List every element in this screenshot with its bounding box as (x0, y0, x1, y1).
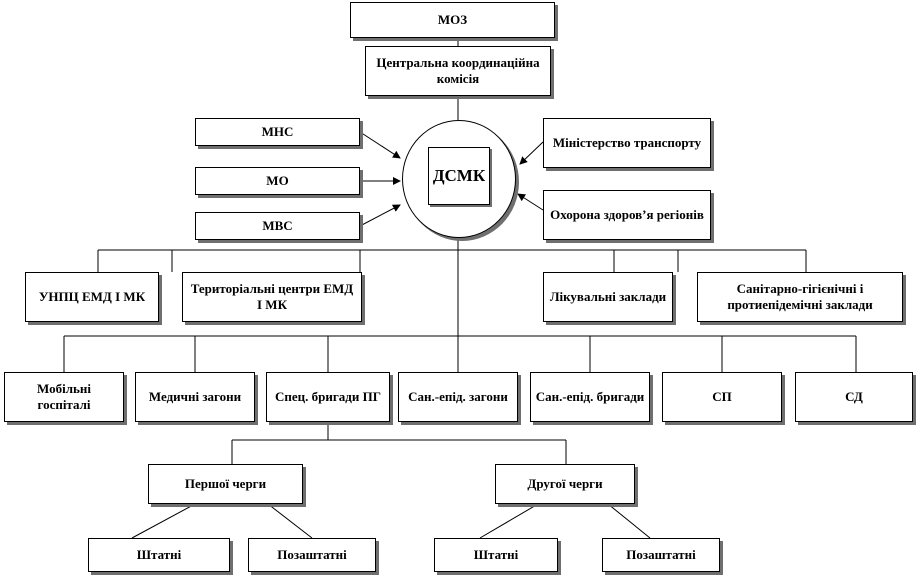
node-ministry-transport: Міністерство транспорту (543, 118, 711, 168)
arrow-transport (519, 141, 544, 165)
node-territorial-centers: Територіальні центри ЕМД І МК (182, 272, 362, 322)
node-first-line: Першої черги (148, 464, 303, 504)
node-nonstaff-second: Позаштатні (602, 538, 720, 572)
node-san-epid-teams: Сан.-епід. бригади (530, 372, 650, 422)
arrow-mns (359, 131, 401, 159)
node-regional-health: Охорона здоров’я регіонів (543, 190, 711, 240)
node-medical-units: Медичні загони (135, 372, 255, 422)
node-dsmk: ДСМК (428, 147, 490, 205)
node-nonstaff-first: Позаштатні (248, 538, 376, 572)
arrow-mvs (359, 204, 401, 227)
node-sanitary-facilities: Санітарно-гігієнічні і протиепідемічні з… (697, 272, 903, 322)
node-sp: СП (662, 372, 782, 422)
node-central-commission: Центральна координаційна комісія (365, 46, 551, 96)
node-san-epid-units: Сан.-епід. загони (398, 372, 518, 422)
node-staff-first: Штатні (88, 538, 230, 572)
node-sd: СД (795, 372, 913, 422)
node-medical-facilities: Лікувальні заклади (543, 272, 673, 322)
node-mo: МО (195, 167, 360, 195)
node-unpc: УНПЦ ЕМД І МК (25, 272, 159, 322)
arrow-regions (517, 193, 544, 211)
node-moz: МОЗ (350, 2, 555, 38)
node-special-teams: Спец. бригади ПГ (266, 372, 390, 422)
node-mobile-hospitals: Мобільні госпіталі (4, 372, 124, 422)
node-staff-second: Штатні (434, 538, 558, 572)
node-mns: МНС (195, 118, 360, 146)
node-mvs: МВС (195, 212, 360, 240)
node-second-line: Другої черги (495, 464, 635, 504)
